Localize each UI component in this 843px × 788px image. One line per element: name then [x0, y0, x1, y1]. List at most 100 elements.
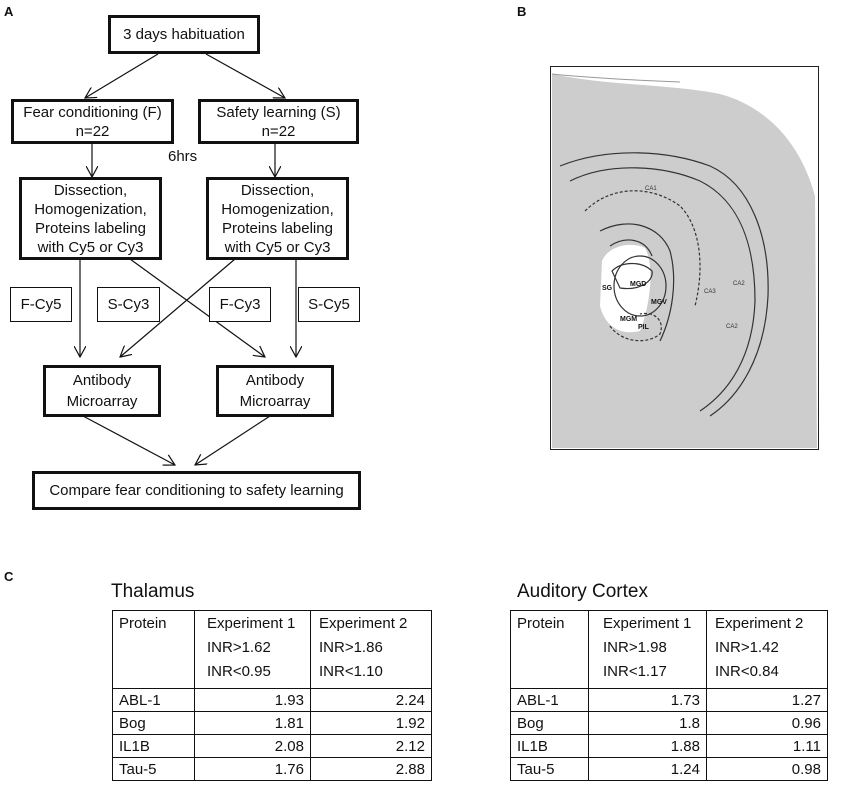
- cell-exp2: 0.96: [706, 711, 828, 735]
- cell-exp1: 1.76: [194, 757, 311, 781]
- region-ca2-lower: CA2: [726, 324, 738, 330]
- table-row: ABL-1 1.93 2.24: [112, 688, 432, 712]
- panel-b-label: B: [517, 4, 527, 19]
- dissection-line-1: Dissection,: [53, 181, 128, 199]
- region-ca2: CA2: [733, 281, 745, 287]
- fear-conditioning-box: Fear conditioning (F) n=22: [11, 99, 174, 144]
- table-row: Bog 1.8 0.96: [510, 711, 828, 735]
- cell-protein: IL1B: [510, 734, 589, 758]
- cell-exp2: 2.88: [310, 757, 432, 781]
- thalamus-title: Thalamus: [111, 581, 195, 602]
- cell-exp1: 2.08: [194, 734, 311, 758]
- header-exp1: Experiment 1 INR>1.62 INR<0.95: [194, 610, 311, 689]
- table-row: IL1B 1.88 1.11: [510, 734, 828, 758]
- dissection-box-left: Dissection, Homogenization, Proteins lab…: [19, 177, 162, 260]
- cell-protein: Bog: [112, 711, 195, 735]
- panel-c-label: C: [4, 569, 14, 584]
- label-s-cy3-text: S-Cy3: [107, 296, 150, 313]
- dissection-line-2: Homogenization,: [34, 200, 147, 218]
- header-protein: Protein: [112, 610, 195, 689]
- arrow-habituation-safety: [205, 53, 285, 98]
- label-s-cy5-text: S-Cy5: [308, 296, 350, 313]
- arrow-microarray2-compare: [195, 415, 271, 465]
- ca-inner-line: [569, 167, 756, 412]
- region-pil: PIL: [638, 324, 650, 331]
- dissection-line-3: Proteins labeling: [35, 219, 146, 237]
- cell-exp1: 1.8: [588, 711, 707, 735]
- region-mgv: MGV: [651, 299, 667, 306]
- cell-protein: Bog: [510, 711, 589, 735]
- table-row: Tau-5 1.24 0.98: [510, 757, 828, 781]
- arrow-fcy3-cross: [120, 258, 236, 357]
- habituation-box: 3 days habituation: [108, 15, 260, 54]
- cell-protein: ABL-1: [112, 688, 195, 712]
- cell-exp1: 1.24: [588, 757, 707, 781]
- region-mgm: MGM: [620, 316, 637, 323]
- cell-exp2: 2.12: [310, 734, 432, 758]
- microarray-line-1: Antibody: [245, 372, 305, 389]
- dissection-box-right: Dissection, Homogenization, Proteins lab…: [206, 177, 349, 260]
- region-ca1: CA1: [645, 186, 657, 192]
- dissection-line-4: with Cy5 or Cy3: [37, 238, 144, 256]
- auditory-cortex-table: Protein Experiment 1 INR>1.98 INR<1.17 E…: [510, 610, 828, 781]
- table-row: ABL-1 1.73 1.27: [510, 688, 828, 712]
- label-f-cy5: F-Cy5: [10, 287, 72, 322]
- sg-outline: [609, 239, 653, 257]
- region-mgd: MGD: [630, 281, 646, 288]
- cell-exp2: 0.98: [706, 757, 828, 781]
- label-s-cy3: S-Cy3: [97, 287, 160, 322]
- thalamus-table: Protein Experiment 1 INR>1.62 INR<0.95 E…: [112, 610, 432, 781]
- cell-exp2: 1.92: [310, 711, 432, 735]
- safety-n: n=22: [261, 122, 296, 140]
- arrow-scy3-cross: [129, 258, 265, 357]
- table-row: Tau-5 1.76 2.88: [112, 757, 432, 781]
- table-row: IL1B 2.08 2.12: [112, 734, 432, 758]
- label-f-cy3: F-Cy3: [209, 287, 271, 322]
- header-exp1: Experiment 1 INR>1.98 INR<1.17: [588, 610, 707, 689]
- cell-exp1: 1.88: [588, 734, 707, 758]
- mgd-outline: [611, 262, 653, 290]
- cell-exp1: 1.93: [194, 688, 311, 712]
- cell-exp2: 1.11: [706, 734, 828, 758]
- auditory-cortex-title: Auditory Cortex: [517, 581, 648, 602]
- ca-dashed-line: [584, 190, 701, 307]
- arrow-habituation-fear: [85, 53, 159, 98]
- dissection-line-3: Proteins labeling: [222, 219, 333, 237]
- interval-label: 6hrs: [168, 148, 198, 165]
- fear-title: Fear conditioning (F): [23, 103, 162, 121]
- flowchart-arrows: [0, 53, 843, 520]
- cell-exp1: 1.81: [194, 711, 311, 735]
- microarray-box-left: Antibody Microarray: [43, 365, 161, 417]
- region-sg: SG: [602, 285, 613, 292]
- header-exp2: Experiment 2 INR>1.42 INR<0.84: [706, 610, 828, 689]
- cell-exp2: 2.24: [310, 688, 432, 712]
- dissection-line-1: Dissection,: [240, 181, 315, 199]
- microarray-line-2: Microarray: [239, 393, 311, 410]
- microarray-line-2: Microarray: [66, 393, 138, 410]
- safety-title: Safety learning (S): [216, 103, 341, 121]
- header-protein: Protein: [510, 610, 589, 689]
- cell-protein: IL1B: [112, 734, 195, 758]
- compare-text: Compare fear conditioning to safety lear…: [49, 482, 344, 499]
- cell-protein: ABL-1: [510, 688, 589, 712]
- cell-protein: Tau-5: [510, 757, 589, 781]
- cell-exp2: 1.27: [706, 688, 828, 712]
- safety-learning-box: Safety learning (S) n=22: [198, 99, 359, 144]
- label-f-cy3-text: F-Cy3: [219, 296, 261, 313]
- compare-box: Compare fear conditioning to safety lear…: [32, 471, 361, 510]
- arrow-microarray1-compare: [82, 415, 175, 465]
- table-row: Bog 1.81 1.92: [112, 711, 432, 735]
- table-header-row: Protein Experiment 1 INR>1.98 INR<1.17 E…: [510, 610, 828, 689]
- label-s-cy5: S-Cy5: [298, 287, 360, 322]
- brain-section-image: CA1 CA2 CA3 CA2 SG MGD MGV MGM PIL: [550, 66, 819, 450]
- dissection-line-4: with Cy5 or Cy3: [224, 238, 331, 256]
- microarray-line-1: Antibody: [72, 372, 132, 389]
- microarray-box-right: Antibody Microarray: [216, 365, 334, 417]
- panel-a-label: A: [4, 4, 14, 19]
- brain-tissue: [552, 74, 817, 448]
- header-exp2: Experiment 2 INR>1.86 INR<1.10: [310, 610, 432, 689]
- label-f-cy5-text: F-Cy5: [20, 296, 62, 313]
- pil-outline: [609, 312, 662, 342]
- fear-n: n=22: [75, 122, 110, 140]
- dissection-line-2: Homogenization,: [221, 200, 334, 218]
